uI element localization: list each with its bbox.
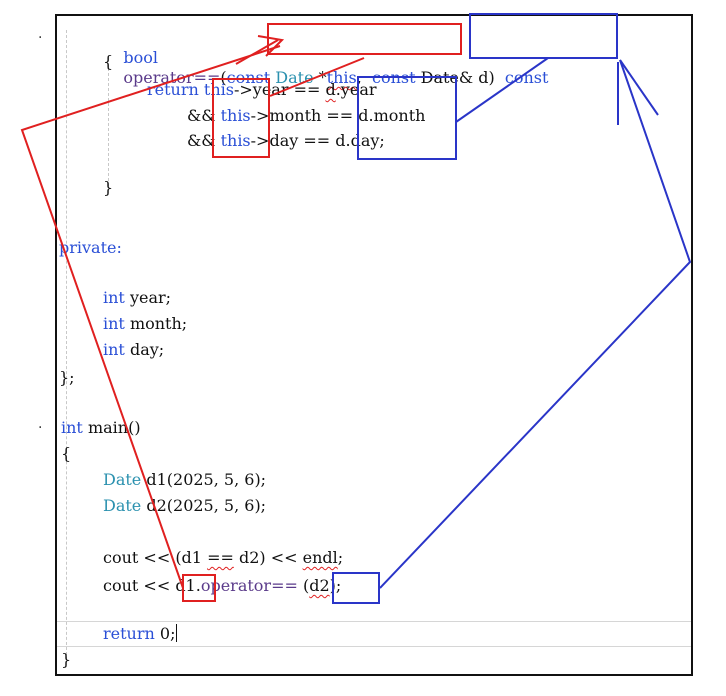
code-line[interactable]: int year; xyxy=(103,288,171,308)
member-name: year; xyxy=(124,288,172,307)
margin-marker: · xyxy=(38,30,43,46)
code-line[interactable]: private: xyxy=(59,238,122,258)
code-line[interactable]: { xyxy=(61,444,71,464)
statement: cout << xyxy=(103,576,176,595)
member-name: day; xyxy=(124,340,165,359)
indent-guide xyxy=(66,30,67,660)
keyword: return xyxy=(103,624,155,643)
function-name: main() xyxy=(82,418,141,437)
margin-marker: · xyxy=(38,420,43,436)
brace: } xyxy=(103,178,114,197)
operator-name: operator== xyxy=(200,576,298,595)
keyword: int xyxy=(103,314,125,333)
code-line[interactable]: cout << (d1 == d2) << endl; xyxy=(103,548,343,568)
code-line[interactable]: Date d2(2025, 5, 6); xyxy=(103,496,266,516)
code-line[interactable]: Date d1(2025, 5, 6); xyxy=(103,470,266,490)
brace: { xyxy=(103,52,114,71)
paren: ( xyxy=(297,576,310,595)
and-op: && xyxy=(187,106,216,125)
code-line[interactable]: return this->year == d.year xyxy=(147,80,377,100)
code-line[interactable]: && this->month == d.month xyxy=(187,106,425,126)
code-line[interactable]: }; xyxy=(59,368,75,388)
this-token: this xyxy=(220,106,251,125)
access-specifier: private: xyxy=(59,238,122,257)
this-token: this xyxy=(220,131,251,150)
argument-d2: d2 xyxy=(309,576,330,595)
code-line[interactable]: && this->day == d.day; xyxy=(187,131,385,151)
param-d: d xyxy=(325,80,336,99)
keyword: const xyxy=(504,68,549,87)
expr: ->month == d.month xyxy=(250,106,426,125)
param-token: d) xyxy=(473,68,495,87)
type-ref: Date& xyxy=(420,68,474,87)
statement: d2) << xyxy=(233,548,303,567)
statement: d2(2025, 5, 6); xyxy=(141,496,267,515)
expr: .year xyxy=(335,80,377,99)
keyword: int xyxy=(103,340,125,359)
and-op: && xyxy=(187,131,216,150)
keyword: int xyxy=(61,418,83,437)
expr: ->day == d.day; xyxy=(250,131,385,150)
keyword: return xyxy=(147,80,199,99)
statement: cout << (d1 xyxy=(103,548,208,567)
object-d1: d1. xyxy=(175,576,201,595)
code-line[interactable]: } xyxy=(61,650,71,670)
brace: } xyxy=(61,650,72,669)
keyword: const xyxy=(371,68,416,87)
code-line[interactable]: int main() xyxy=(61,418,141,438)
type-name: Date xyxy=(103,470,142,489)
current-line-highlight xyxy=(57,621,691,647)
keyword: int xyxy=(103,288,125,307)
code-line[interactable]: } xyxy=(103,178,113,198)
equality-op: == xyxy=(207,548,234,567)
statement: d1(2025, 5, 6); xyxy=(141,470,267,489)
type-name: Date xyxy=(103,496,142,515)
expr: ->year == xyxy=(233,80,326,99)
semicolon: ; xyxy=(337,548,344,567)
endl-token: endl xyxy=(302,548,338,567)
code-line[interactable]: int day; xyxy=(103,340,164,360)
keyword: bool xyxy=(123,48,158,67)
brace: { xyxy=(61,444,72,463)
code-line[interactable]: return 0; xyxy=(103,624,178,644)
brace: }; xyxy=(59,368,75,387)
this-token: this xyxy=(203,80,234,99)
semicolon: ); xyxy=(329,576,342,595)
code-line[interactable]: cout << d1.operator== (d2); xyxy=(103,576,341,596)
code-line[interactable]: { xyxy=(103,52,113,72)
code-line[interactable]: int month; xyxy=(103,314,187,334)
member-name: month; xyxy=(124,314,188,333)
text-caret xyxy=(176,624,178,642)
statement: 0; xyxy=(154,624,176,643)
